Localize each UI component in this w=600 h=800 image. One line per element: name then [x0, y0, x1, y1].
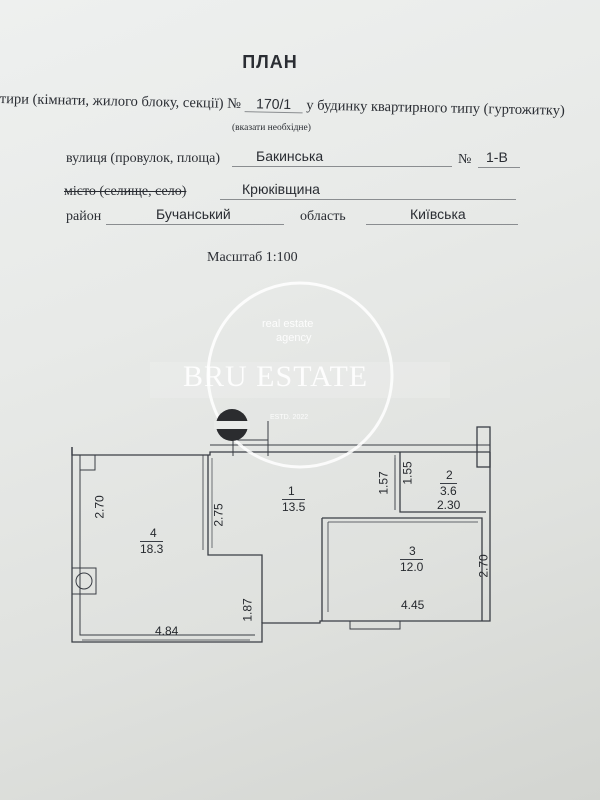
room-3-number: 3 — [409, 544, 416, 558]
outer-wall-path — [71, 447, 491, 643]
number-value: 1-В — [486, 149, 508, 165]
bottom-window — [349, 620, 401, 630]
watermark-small-2: agency — [276, 332, 312, 344]
room2-walls — [399, 452, 486, 513]
watermark-circle — [206, 281, 394, 469]
dim-270-right: 2.70 — [476, 554, 491, 578]
city-value: Крюківщина — [242, 181, 320, 197]
dim-155: 1.55 — [400, 461, 415, 485]
region-value: Київська — [410, 206, 466, 222]
city-underline — [220, 199, 516, 200]
watermark-brand: BRU ESTATE — [183, 360, 369, 393]
street-value: Бакинська — [256, 148, 324, 164]
room-3-area: 12.0 — [400, 559, 424, 574]
room-2-number: 2 — [446, 468, 453, 482]
appliance-circle — [75, 572, 93, 590]
emblem-icon — [214, 409, 250, 441]
dim-445: 4.45 — [401, 598, 425, 612]
dim-275: 2.75 — [211, 503, 226, 527]
dim-230: 2.30 — [437, 498, 461, 512]
number-label: № — [458, 152, 472, 167]
district-label: район — [66, 209, 102, 224]
region-underline — [366, 224, 518, 225]
right-duct — [476, 426, 491, 468]
district-value: Бучанський — [156, 206, 231, 222]
dim-270-left: 2.70 — [92, 495, 107, 519]
dim-187: 1.87 — [240, 598, 255, 622]
street-label: вулиця (провулок, площа) — [66, 151, 221, 166]
city-label: місто (селище, село) — [64, 184, 187, 199]
scale-label: Масштаб 1:100 — [207, 250, 298, 265]
room-1-number: 1 — [288, 484, 295, 498]
inner-outline-left — [79, 455, 255, 636]
street-underline — [232, 166, 452, 167]
room-4-area: 18.3 — [140, 541, 164, 556]
region-label: область — [300, 209, 346, 224]
dim-484: 4.84 — [155, 624, 179, 638]
room-2-area: 3.6 — [440, 483, 457, 498]
number-underline — [478, 167, 520, 168]
partition-room4-room1 — [207, 455, 263, 623]
district-underline — [106, 224, 284, 225]
document-title: ПЛАН — [242, 52, 298, 72]
watermark-small-1: real estate — [262, 318, 314, 330]
room-1-area: 13.5 — [282, 499, 306, 514]
dim-157: 1.57 — [376, 471, 391, 495]
watermark-tiny: ESTD. 2022 — [270, 414, 309, 421]
room3-walls — [321, 517, 483, 621]
room3-inner-walls — [327, 521, 478, 612]
header-hint: (вказати необхідне) — [232, 123, 311, 133]
appliance-box — [71, 567, 97, 595]
top-wall-path — [71, 447, 490, 456]
left-column — [72, 454, 96, 471]
room-4-number: 4 — [150, 526, 157, 540]
watermark-band — [150, 362, 450, 398]
